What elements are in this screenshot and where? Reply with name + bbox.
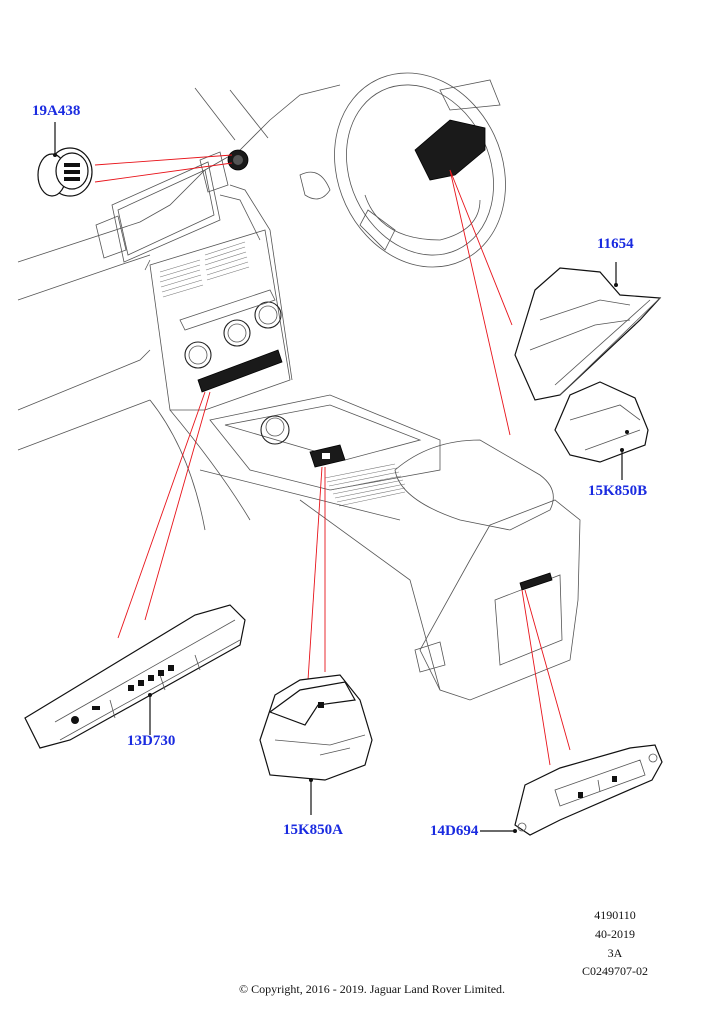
part-label-15K850B[interactable]: 15K850B <box>588 483 648 499</box>
part-14D694-illustration[interactable] <box>480 744 663 836</box>
part-label-15K850A[interactable]: 15K850A <box>283 822 343 838</box>
part-13D730-illustration[interactable] <box>24 604 246 749</box>
part-label-11654[interactable]: 11654 <box>597 236 634 252</box>
diagram-code-1: 4190110 <box>594 908 636 922</box>
diagram-code-3: 3A <box>607 946 623 960</box>
diagram-code-4: C0249707-02 <box>582 964 648 978</box>
part-15K850B-illustration[interactable] <box>554 381 649 480</box>
copyright-notice: © Copyright, 2016 - 2019. Jaguar Land Ro… <box>238 982 506 996</box>
part-label-14D694[interactable]: 14D694 <box>430 823 479 839</box>
part-11654-illustration[interactable] <box>514 262 662 401</box>
callout-lines <box>94 154 571 766</box>
diagram-code-2: 40-2019 <box>595 927 635 941</box>
dashboard-illustration <box>17 72 581 701</box>
part-label-13D730[interactable]: 13D730 <box>127 733 176 749</box>
part-label-19A438[interactable]: 19A438 <box>32 103 81 119</box>
part-15K850A-illustration[interactable] <box>259 674 373 815</box>
part-19A438-illustration[interactable] <box>37 122 93 197</box>
